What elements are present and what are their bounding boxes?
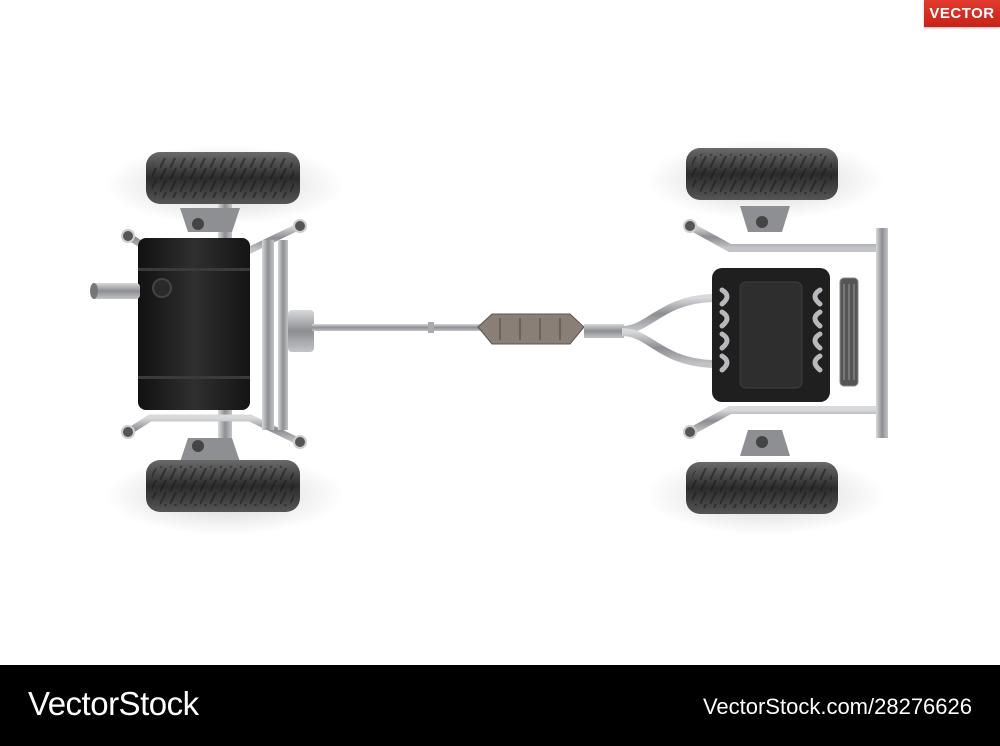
tailpipe bbox=[90, 283, 140, 299]
front-right-tire bbox=[686, 462, 838, 514]
rear-left-tire bbox=[146, 152, 300, 204]
fuel-tank bbox=[138, 238, 250, 410]
footer-brand-logo: VectorStock bbox=[28, 685, 199, 722]
footer-image-id: VectorStock.com/28276626 bbox=[702, 694, 972, 719]
footer-bar: VectorStock VectorStock.com/28276626 bbox=[0, 665, 1000, 746]
vector-badge: VECTOR bbox=[924, 0, 1000, 27]
front-left-tire bbox=[686, 148, 838, 200]
rear-right-tire bbox=[146, 460, 300, 512]
chassis-illustration bbox=[90, 140, 888, 535]
front-frame bbox=[683, 206, 888, 456]
exhaust-line bbox=[288, 294, 713, 368]
v8-engine bbox=[712, 268, 859, 402]
